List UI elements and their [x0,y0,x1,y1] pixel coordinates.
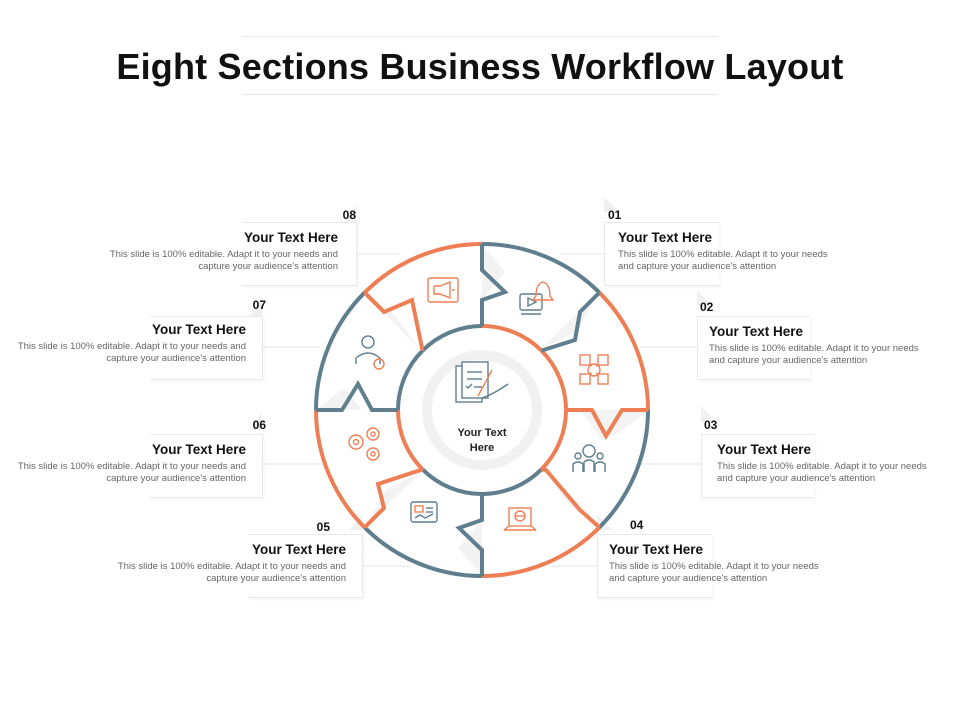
panel-08 [242,222,357,286]
section-08-description: This slide is 100% editable. Adapt it to… [109,249,338,272]
panel-07 [150,316,263,380]
section-04-heading: Your Text Here [609,542,704,557]
section-03-description: This slide is 100% editable. Adapt it to… [717,461,927,484]
divider-bottom-right [541,467,601,529]
divider-top [480,244,509,326]
document-signing-icon [455,361,509,403]
panel-shadow-05 [350,514,362,530]
section-04-number: 04 [630,518,644,532]
panel-01 [604,222,719,286]
outer-arc-02 [597,291,650,411]
section-06-number: 06 [252,418,266,432]
outer-arc-01 [481,242,601,295]
divider-bottom-left [363,467,424,529]
center-label: Your Text Here [457,427,507,454]
ring-shade-01 [482,244,505,300]
section-02-description: This slide is 100% editable. Adapt it to… [709,343,919,366]
title-area: Eight Sections Business Workflow Layout [0,36,960,96]
outer-arc-06 [314,409,367,529]
section-03-number: 03 [704,418,718,432]
section-05-number: 05 [316,520,330,534]
outer-arc-07 [314,291,367,411]
team-money-icon [572,444,606,472]
section-08-number: 08 [342,208,356,222]
title-bottom-rule [242,94,718,95]
section-06-heading: Your Text Here [151,442,246,457]
divider-right [566,408,648,441]
inner-arc-06 [396,409,425,471]
panel-02 [697,316,810,380]
section-01-heading: Your Text Here [618,230,713,245]
dashboard-icon [410,501,438,523]
gears-icon [348,427,380,461]
section-07-heading: Your Text Here [151,322,246,337]
ring-shade-05 [458,520,482,576]
panel-shadow-08 [345,205,356,222]
section-05-description: This slide is 100% editable. Adapt it to… [117,561,346,584]
section-04-description: This slide is 100% editable. Adapt it to… [609,561,819,584]
outer-arc-05 [363,525,483,578]
inner-arc-05 [421,467,483,496]
inner-arc-04 [481,467,543,496]
section-03-heading: Your Text Here [717,442,812,457]
panel-04 [597,534,712,598]
panel-03 [701,434,814,498]
divider-top-left [363,291,425,352]
panel-05 [248,534,363,598]
section-07-description: This slide is 100% editable. Adapt it to… [17,341,246,364]
section-06-description: This slide is 100% editable. Adapt it to… [17,461,246,484]
divider-bottom [455,494,484,576]
section-08-heading: Your Text Here [243,230,338,245]
panel-shadow-03 [701,406,716,422]
inner-arc-01 [481,324,543,353]
outer-arc-08 [363,242,483,295]
panel-shadow-07 [250,298,262,316]
inner-arc-08 [421,324,483,353]
panel-shadow-01 [604,197,620,212]
inner-arc-02 [539,349,568,411]
section-02-number: 02 [700,300,714,314]
businessman-dollar-icon [355,335,385,370]
inner-arc-03 [539,409,568,471]
section-02-heading: Your Text Here [709,324,804,339]
dollar-network-icon [579,354,609,385]
page-title: Eight Sections Business Workflow Layout [116,46,844,87]
outer-arc-03 [597,409,650,529]
bell-video-icon [519,281,555,315]
section-01-description: This slide is 100% editable. Adapt it to… [618,249,828,272]
panel-06 [150,434,263,498]
divider-top-right [540,291,601,353]
divider-left [316,379,398,412]
megaphone-icon [427,277,459,303]
laptop-globe-icon [503,507,537,531]
panel-shadow-06 [250,412,262,430]
outer-arc-04 [481,525,601,578]
ring-shade-07 [316,388,362,410]
section-07-number: 07 [252,298,266,312]
section-01-number: 01 [608,208,622,222]
section-05-heading: Your Text Here [251,542,346,557]
title-top-rule [242,36,718,37]
inner-arc-07 [396,349,425,411]
panel-shadow-02 [697,290,712,306]
